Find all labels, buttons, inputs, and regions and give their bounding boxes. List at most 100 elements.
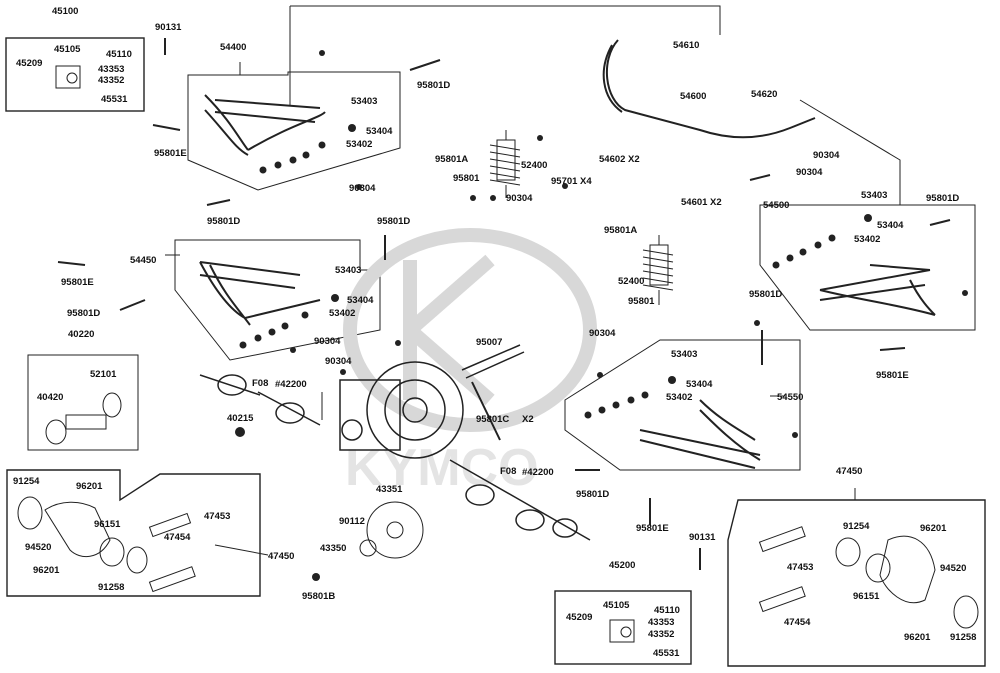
callout-54400 (187, 71, 401, 191)
callout-47450-left (6, 469, 261, 597)
part-label-47454-a: 47454 (164, 532, 191, 543)
part-label-91258-a: 91258 (98, 582, 125, 593)
kit-box-45200 (554, 590, 692, 665)
shock-absorber-left (489, 130, 521, 198)
watermark-logo (343, 228, 597, 432)
part-label-45110-b: 45110 (654, 605, 680, 616)
part-label-95701: 95701 X4 (551, 176, 592, 187)
part-label-95801d-f: 95801D (749, 289, 783, 300)
callout-54550 (564, 339, 801, 471)
part-label-43353-b: 43353 (648, 617, 675, 628)
part-label-54400: 54400 (220, 42, 247, 53)
part-label-91254-b: 91254 (843, 521, 870, 532)
part-label-43350: 43350 (320, 543, 347, 554)
part-label-96151-a: 96151 (94, 519, 121, 530)
shaft-95007 (461, 344, 525, 379)
part-label-40215: 40215 (227, 413, 254, 424)
part-label-53402-c: 53402 (329, 308, 356, 319)
part-label-53404-b: 53404 (877, 220, 904, 231)
part-label-43352-b: 43352 (648, 629, 675, 640)
part-label-96201-d: 96201 (904, 632, 931, 643)
bolts (57, 38, 951, 570)
part-label-54450: 54450 (130, 255, 157, 266)
joint-assembly-40220 (27, 354, 139, 451)
part-label-47450-a: 47450 (268, 551, 295, 562)
part-label-45209-b: 45209 (566, 612, 593, 623)
part-label-95801d-c: 95801D (926, 193, 960, 204)
hub-kit-top (55, 65, 81, 89)
part-label-95007: 95007 (476, 337, 503, 348)
part-label-45105-b: 45105 (603, 600, 630, 611)
part-label-95801e-d: 95801E (636, 523, 669, 534)
part-label-42200-a: #42200 (275, 379, 307, 390)
part-label-47453-b: 47453 (787, 562, 814, 573)
part-label-90304-a: 90304 (349, 183, 376, 194)
part-label-95801d-d: 95801D (377, 216, 411, 227)
part-label-91258-b: 91258 (950, 632, 977, 643)
part-label-95801a-b: 95801A (604, 225, 638, 236)
part-label-94520-b: 94520 (940, 563, 967, 574)
part-label-52400-b: 52400 (618, 276, 645, 287)
part-label-53403-d: 53403 (671, 349, 698, 360)
part-label-95801d-b: 95801D (207, 216, 241, 227)
part-label-53404-a: 53404 (366, 126, 393, 137)
part-label-90304-g: 90304 (325, 356, 352, 367)
hub-kit-bottom (609, 619, 635, 643)
part-label-45105-a: 45105 (54, 44, 81, 55)
callout-54450 (174, 239, 381, 361)
stabilizer-bar (602, 39, 816, 139)
leader-lines (165, 5, 901, 556)
part-label-45209-a: 45209 (16, 58, 43, 69)
part-label-53404-c: 53404 (347, 295, 374, 306)
part-label-53403-b: 53403 (861, 190, 888, 201)
part-label-53402-b: 53402 (854, 234, 881, 245)
upper-a-arm-left (204, 94, 326, 156)
part-label-54620: 54620 (751, 89, 778, 100)
part-label-42200-b: #42200 (522, 467, 554, 478)
shock-absorber-right (642, 235, 674, 305)
part-label-54600: 54600 (680, 91, 707, 102)
part-label-54610: 54610 (673, 40, 700, 51)
part-label-54550: 54550 (777, 392, 804, 403)
part-label-f08-b: F08 (500, 466, 517, 477)
part-label-40420: 40420 (37, 392, 64, 403)
part-label-f08-a: F08 (252, 378, 269, 389)
part-label-54500: 54500 (763, 200, 790, 211)
lower-a-arm-left (199, 261, 321, 326)
part-label-95801e-a: 95801E (154, 148, 187, 159)
washers-nuts (235, 50, 968, 581)
part-label-45100: 45100 (52, 6, 79, 17)
drive-shaft-left (199, 374, 321, 426)
part-label-45531-b: 45531 (653, 648, 680, 659)
part-label-91254-a: 91254 (13, 476, 40, 487)
part-label-96201-c: 96201 (920, 523, 947, 534)
part-label-95801d-e: 95801D (67, 308, 101, 319)
part-label-45531-a: 45531 (101, 94, 128, 105)
part-label-53402-a: 53402 (346, 139, 373, 150)
part-label-96151-b: 96151 (853, 591, 880, 602)
part-label-54601: 54601 X2 (681, 197, 722, 208)
part-label-90112: 90112 (339, 516, 365, 527)
part-label-53403-a: 53403 (351, 96, 378, 107)
drive-shaft-right (449, 459, 591, 541)
watermark-text: KYMCO (345, 439, 539, 497)
part-label-43352-a: 43352 (98, 75, 125, 86)
part-label-90304-b: 90304 (813, 150, 840, 161)
part-label-90304-c: 90304 (506, 193, 533, 204)
part-label-53403-c: 53403 (335, 265, 362, 276)
part-label-54602: 54602 X2 (599, 154, 640, 165)
part-label-40220: 40220 (68, 329, 95, 340)
part-label-47450-b: 47450 (836, 466, 863, 477)
part-label-90304-d: 90304 (796, 167, 823, 178)
part-label-52101: 52101 (90, 369, 117, 380)
part-label-x2: X2 (522, 414, 534, 425)
part-label-90304-e: 90304 (589, 328, 616, 339)
part-label-95801-b: 95801 (628, 296, 655, 307)
part-label-95801d-g: 95801D (576, 489, 610, 500)
part-label-95801d-a: 95801D (417, 80, 451, 91)
upper-a-arm-right (819, 264, 936, 316)
part-label-45200: 45200 (609, 560, 636, 571)
